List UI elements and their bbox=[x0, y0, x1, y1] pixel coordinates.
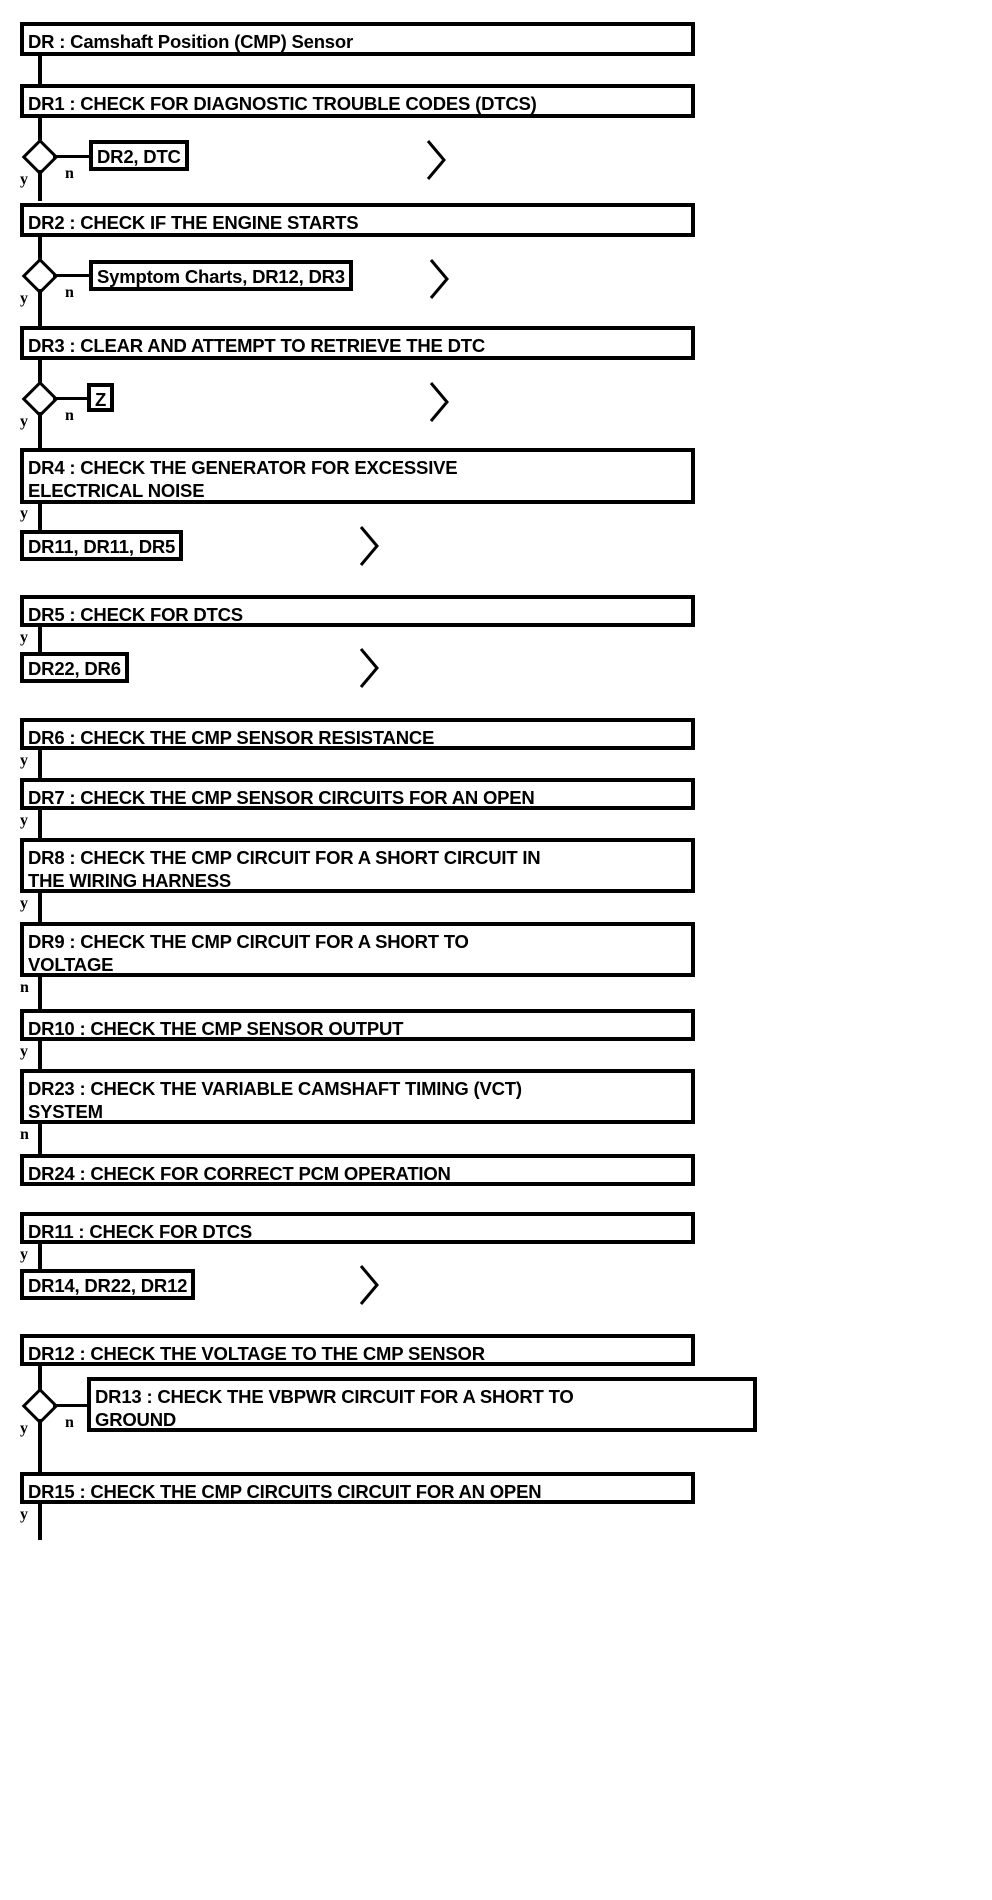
connector-decision1-dr2 bbox=[38, 170, 42, 201]
chevron-right-icon-5 bbox=[358, 646, 380, 690]
branch-label-n-dr2: n bbox=[65, 284, 74, 301]
reference-box-dr2-dtc[interactable]: DR2, DTC bbox=[89, 140, 189, 171]
chevron-right-icon-4 bbox=[358, 524, 380, 568]
step-box-dr2[interactable]: DR2 : CHECK IF THE ENGINE STARTS bbox=[20, 203, 695, 237]
connector-decision4-dr15 bbox=[38, 1419, 42, 1472]
branch-label-y-dr2: y bbox=[20, 290, 28, 307]
branch-label-y-dr5: y bbox=[20, 629, 28, 646]
branch-label-y-dr12: y bbox=[20, 1420, 28, 1437]
step-box-dr6[interactable]: DR6 : CHECK THE CMP SENSOR RESISTANCE bbox=[20, 718, 695, 750]
step-box-dr11[interactable]: DR11 : CHECK FOR DTCS bbox=[20, 1212, 695, 1244]
branch-label-n-dr12: n bbox=[65, 1414, 74, 1431]
branch-label-n-dr9: n bbox=[20, 979, 29, 996]
step-box-dr3[interactable]: DR3 : CLEAR AND ATTEMPT TO RETRIEVE THE … bbox=[20, 326, 695, 360]
step-box-dr13[interactable]: DR13 : CHECK THE VBPWR CIRCUIT FOR A SHO… bbox=[87, 1377, 757, 1432]
connector-dr6-dr7 bbox=[38, 750, 42, 778]
connector-decision1-ref1 bbox=[53, 155, 93, 158]
connector-title-dr1 bbox=[38, 56, 42, 84]
branch-label-y-dr7: y bbox=[20, 812, 28, 829]
branch-label-y-dr10: y bbox=[20, 1043, 28, 1060]
branch-label-n-dr1: n bbox=[65, 165, 74, 182]
step-box-dr7[interactable]: DR7 : CHECK THE CMP SENSOR CIRCUITS FOR … bbox=[20, 778, 695, 810]
branch-label-y-dr1: y bbox=[20, 171, 28, 188]
step-box-dr10[interactable]: DR10 : CHECK THE CMP SENSOR OUTPUT bbox=[20, 1009, 695, 1041]
step-box-dr5[interactable]: DR5 : CHECK FOR DTCS bbox=[20, 595, 695, 627]
connector-dr9-dr10 bbox=[38, 977, 42, 1009]
reference-box-dr11-dr11-dr5[interactable]: DR11, DR11, DR5 bbox=[20, 530, 184, 561]
step-box-dr9[interactable]: DR9 : CHECK THE CMP CIRCUIT FOR A SHORT … bbox=[20, 922, 695, 977]
branch-label-y-dr6: y bbox=[20, 752, 28, 769]
step-box-dr8[interactable]: DR8 : CHECK THE CMP CIRCUIT FOR A SHORT … bbox=[20, 838, 695, 893]
reference-box-dr22-dr6[interactable]: DR22, DR6 bbox=[20, 652, 129, 683]
connector-dr4-ref4 bbox=[38, 504, 42, 530]
connector-decision4-dr13 bbox=[53, 1404, 91, 1407]
connector-dr1-decision1 bbox=[38, 118, 42, 144]
step-box-dr15[interactable]: DR15 : CHECK THE CMP CIRCUITS CIRCUIT FO… bbox=[20, 1472, 695, 1504]
chevron-right-icon-2 bbox=[428, 257, 450, 301]
step-box-dr1[interactable]: DR1 : CHECK FOR DIAGNOSTIC TROUBLE CODES… bbox=[20, 84, 695, 118]
branch-label-n-dr3: n bbox=[65, 407, 74, 424]
connector-dr8-dr9 bbox=[38, 893, 42, 922]
connector-decision3-dr4 bbox=[38, 412, 42, 448]
connector-dr11-ref6 bbox=[38, 1244, 42, 1269]
chevron-right-icon-1 bbox=[425, 138, 447, 182]
connector-dr23-dr24 bbox=[38, 1124, 42, 1154]
step-box-dr4[interactable]: DR4 : CHECK THE GENERATOR FOR EXCESSIVE … bbox=[20, 448, 695, 504]
connector-dr10-dr23 bbox=[38, 1041, 42, 1069]
chevron-right-icon-3 bbox=[428, 380, 450, 424]
connector-decision2-dr3 bbox=[38, 289, 42, 326]
branch-label-y-dr11: y bbox=[20, 1246, 28, 1263]
connector-dr15-next bbox=[38, 1504, 42, 1540]
reference-box-symptom-charts[interactable]: Symptom Charts, DR12, DR3 bbox=[89, 260, 353, 291]
step-box-title[interactable]: DR : Camshaft Position (CMP) Sensor bbox=[20, 22, 695, 56]
step-box-dr23[interactable]: DR23 : CHECK THE VARIABLE CAMSHAFT TIMIN… bbox=[20, 1069, 695, 1124]
step-box-dr24[interactable]: DR24 : CHECK FOR CORRECT PCM OPERATION bbox=[20, 1154, 695, 1186]
branch-label-y-dr3: y bbox=[20, 413, 28, 430]
branch-label-y-dr15: y bbox=[20, 1506, 28, 1523]
chevron-right-icon-6 bbox=[358, 1263, 380, 1307]
connector-dr3-decision3 bbox=[38, 360, 42, 386]
connector-dr2-decision2 bbox=[38, 237, 42, 263]
branch-label-n-dr23: n bbox=[20, 1126, 29, 1143]
branch-label-y-dr8: y bbox=[20, 895, 28, 912]
connector-decision2-ref2 bbox=[53, 274, 93, 277]
reference-box-z[interactable]: Z bbox=[87, 383, 115, 412]
connector-decision3-ref3 bbox=[53, 397, 88, 400]
step-box-dr12[interactable]: DR12 : CHECK THE VOLTAGE TO THE CMP SENS… bbox=[20, 1334, 695, 1366]
connector-dr7-dr8 bbox=[38, 810, 42, 838]
connector-dr12-decision4 bbox=[38, 1366, 42, 1393]
connector-dr5-ref5 bbox=[38, 627, 42, 652]
branch-label-y-dr4: y bbox=[20, 505, 28, 522]
reference-box-dr14-dr22-dr12[interactable]: DR14, DR22, DR12 bbox=[20, 1269, 196, 1300]
